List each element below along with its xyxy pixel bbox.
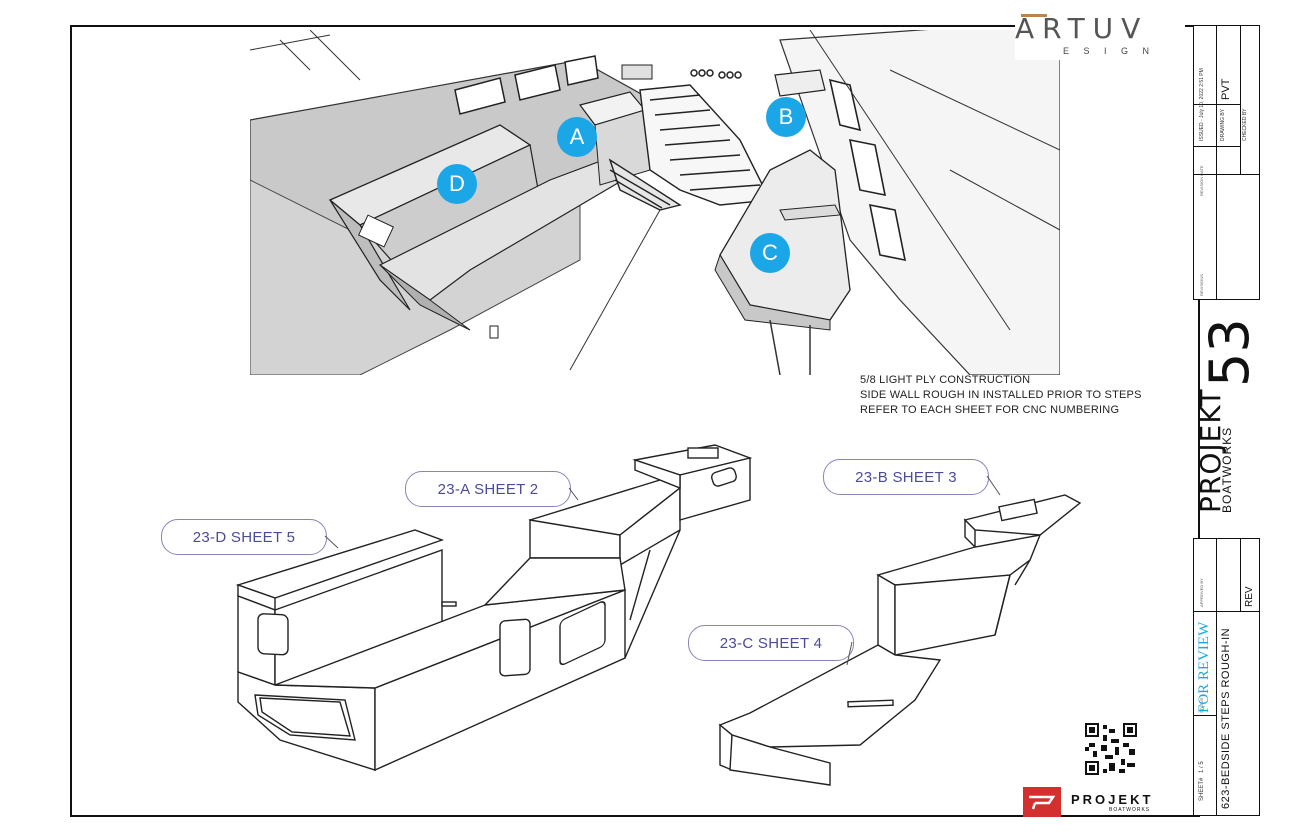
construction-notes: 5/8 LIGHT PLY CONSTRUCTION SIDE WALL ROU… bbox=[860, 373, 1142, 418]
sheet-number: 1 / 5 bbox=[1199, 761, 1205, 773]
projekt-logo-mark-icon bbox=[1023, 787, 1061, 817]
project-title-block: PROJEKT BOATWORKS 53 bbox=[1194, 315, 1261, 525]
title-block-sheet: APPROVED BY REV STATUS FOR REVIEW 623-BE… bbox=[1193, 538, 1260, 816]
project-sub: BOATWORKS bbox=[1220, 426, 1234, 513]
bubble-c: C bbox=[750, 233, 790, 273]
assembly-a-d-drawing bbox=[235, 444, 753, 772]
drawing-title: 623-BEDSIDE STEPS ROUGH-IN bbox=[1220, 627, 1232, 809]
callout-23-b: 23-B SHEET 3 bbox=[823, 459, 989, 495]
bubble-a: A bbox=[557, 117, 597, 157]
note-line: 5/8 LIGHT PLY CONSTRUCTION bbox=[860, 374, 1031, 386]
project-number: 53 bbox=[1198, 318, 1261, 387]
perspective-render bbox=[250, 30, 1060, 375]
callout-23-d: 23-D SHEET 5 bbox=[161, 519, 327, 555]
assembly-b-c-drawing bbox=[718, 494, 1082, 786]
logo-accent bbox=[1021, 14, 1047, 17]
approved-label: APPROVED BY bbox=[1199, 578, 1204, 607]
qr-code-icon bbox=[1085, 723, 1137, 775]
revision-date-label: REVISION DATE bbox=[1199, 165, 1204, 196]
note-line: SIDE WALL ROUGH IN INSTALLED PRIOR TO ST… bbox=[860, 389, 1142, 401]
bubble-b: B bbox=[766, 97, 806, 137]
checked-by-label: CHECKED BY bbox=[1242, 108, 1248, 141]
bubble-d: D bbox=[437, 164, 477, 204]
note-line: REFER TO EACH SHEET FOR CNC NUMBERING bbox=[860, 404, 1120, 416]
artuv-logo: ARTUV E S I G N bbox=[1015, 10, 1185, 60]
revisions-label: REVISIONS bbox=[1199, 274, 1204, 296]
projekt-footer-logo: PROJEKT BOATWORKS bbox=[1023, 787, 1183, 817]
callout-23-a: 23-A SHEET 2 bbox=[405, 471, 571, 507]
drawing-by-label: DRAWING BY bbox=[1220, 108, 1226, 141]
drawing-border bbox=[70, 25, 1200, 817]
footer-logo-sub: BOATWORKS bbox=[1109, 807, 1151, 813]
footer-logo-brand: PROJEKT bbox=[1071, 792, 1154, 807]
title-block-revisions: ISSUED - July 10, 2022 2:51 PM DRAWING B… bbox=[1193, 25, 1260, 300]
issued-text: ISSUED - July 10, 2022 2:51 PM bbox=[1199, 68, 1205, 141]
logo-sub: E S I G N bbox=[1063, 46, 1156, 56]
drawing-by-value: PVT bbox=[1220, 78, 1232, 100]
logo-brand: ARTUV bbox=[1015, 12, 1149, 45]
status-text: FOR REVIEW bbox=[1196, 621, 1212, 713]
callout-23-c: 23-C SHEET 4 bbox=[688, 625, 854, 661]
sheet-label: SHEET# bbox=[1199, 777, 1205, 801]
rev-label: REV bbox=[1244, 586, 1255, 607]
